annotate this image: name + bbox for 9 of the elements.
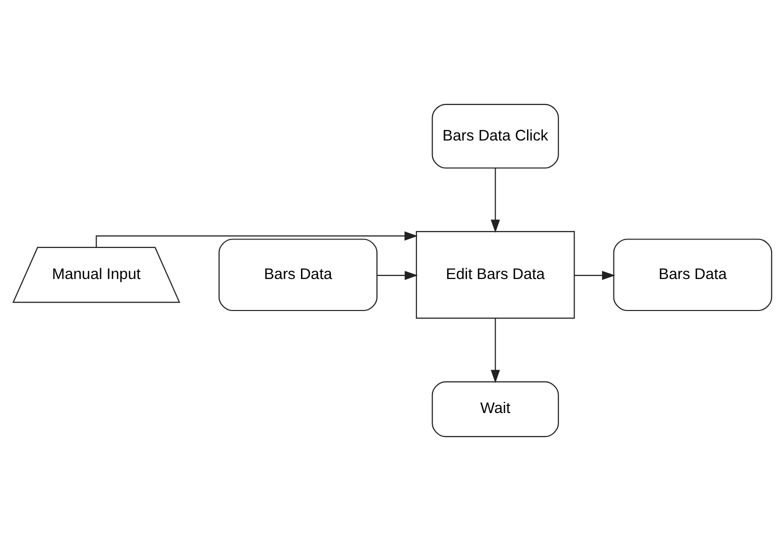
node-box: Bars Data (612, 238, 772, 312)
node-box: Bars Data (218, 238, 377, 312)
arrow (574, 270, 615, 280)
arrow (490, 168, 500, 233)
arrow (376, 270, 418, 280)
arrow (490, 318, 500, 384)
node-box: Wait (431, 381, 558, 438)
node-box: Edit Bars Data (415, 231, 574, 319)
node-box: Bars Data Click (431, 104, 558, 169)
